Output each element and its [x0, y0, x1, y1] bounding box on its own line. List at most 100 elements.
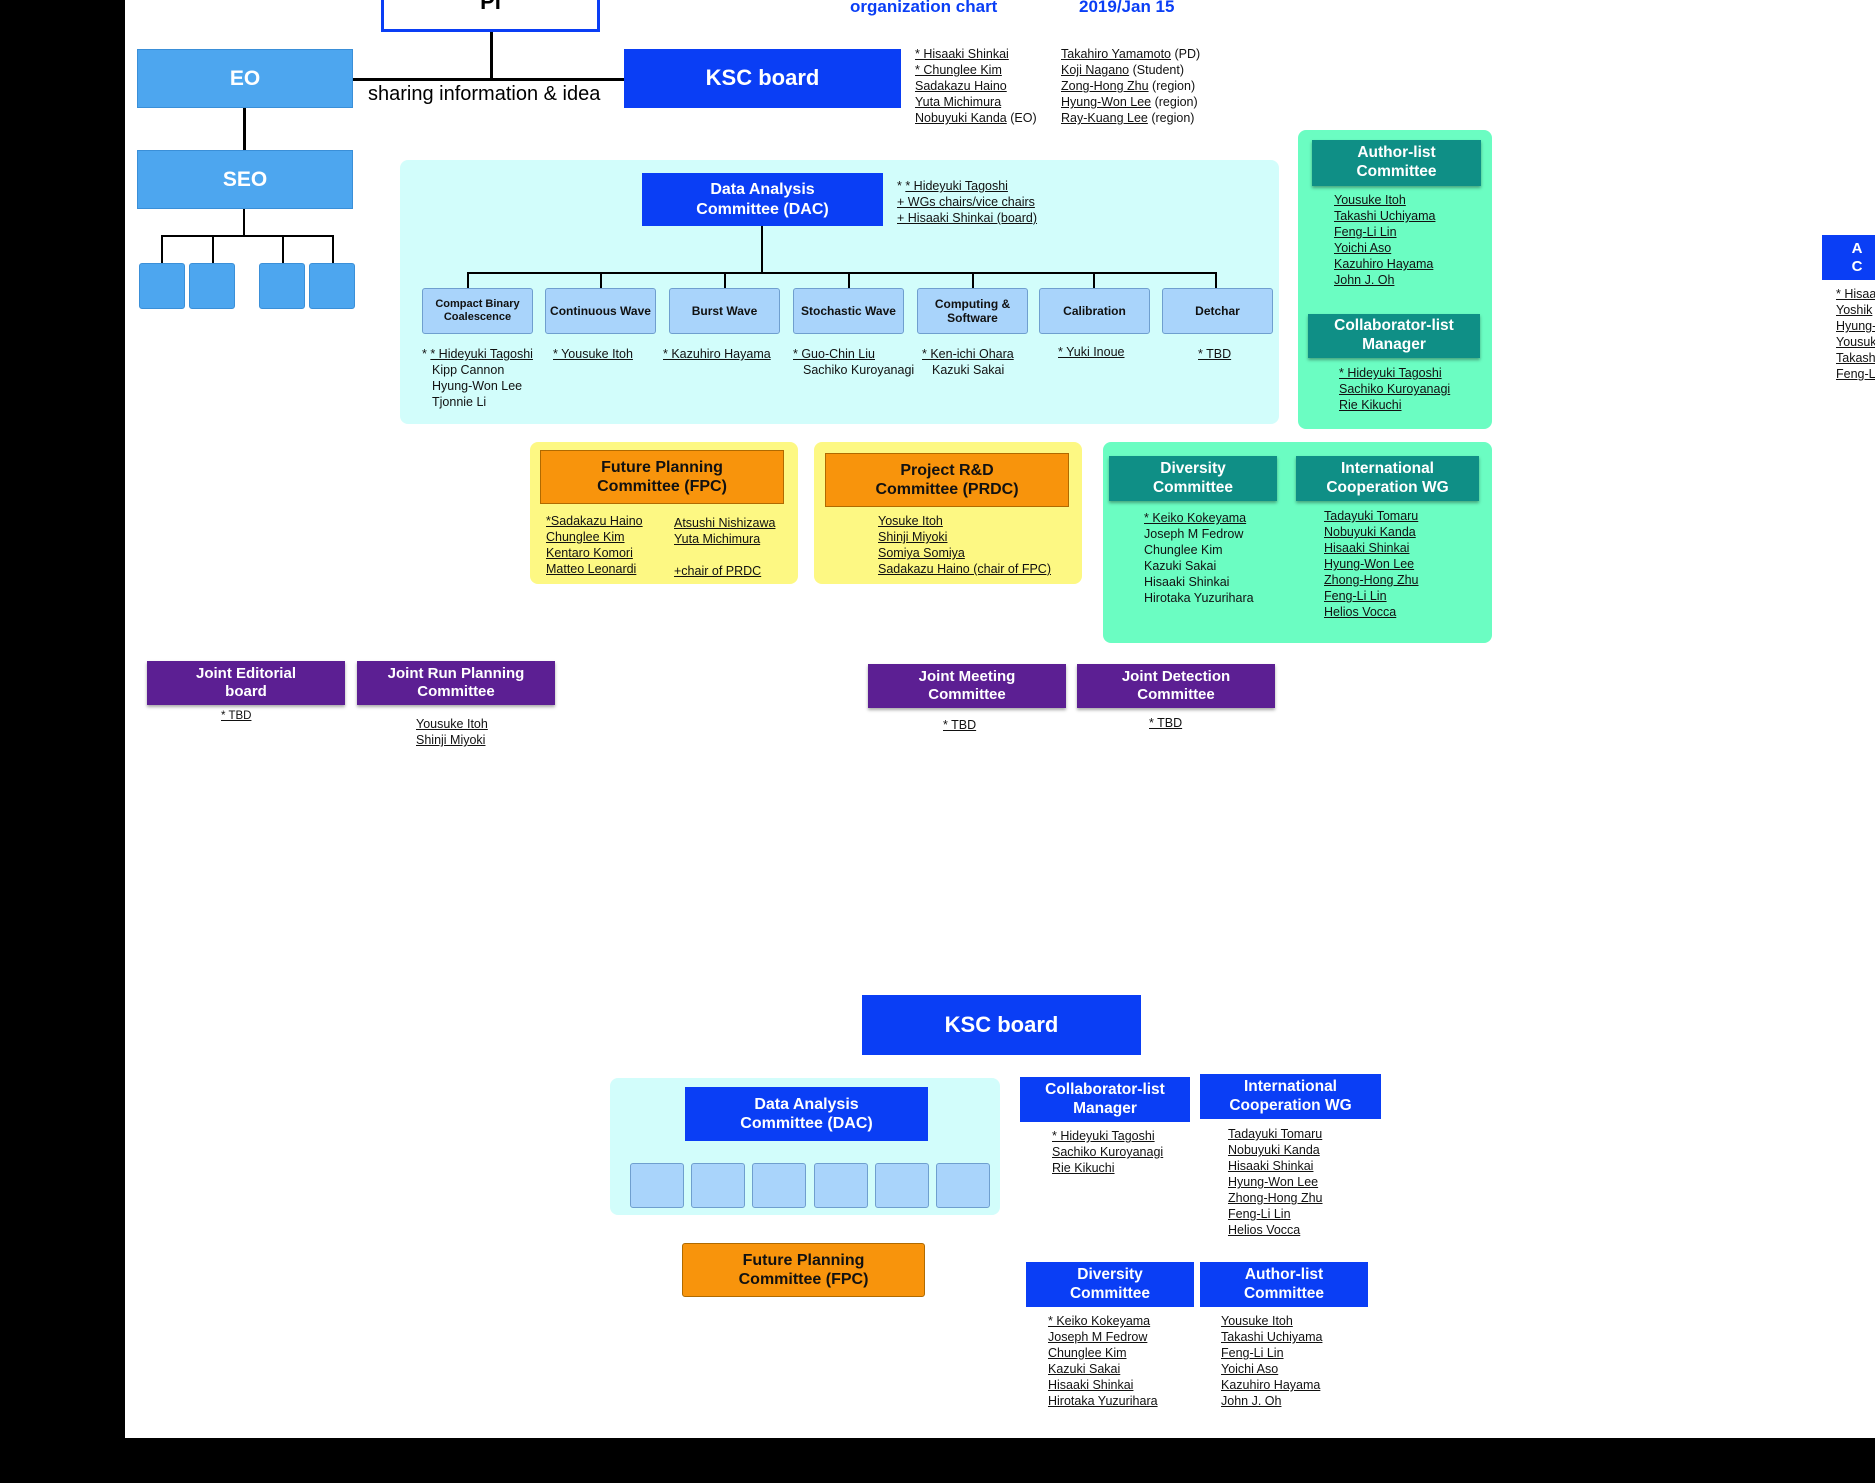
edge-title: A [1851, 239, 1863, 257]
dac-box[interactable]: Data Analysis Committee (DAC) [642, 173, 883, 226]
dac-title: Data Analysis [710, 181, 815, 199]
edge-members: * Hisaa Yoshik Hyung- Yousuk Takash Feng… [1836, 286, 1875, 382]
joint-member: * TBD [221, 710, 252, 722]
wg-cw-box[interactable]: Continuous Wave [545, 288, 656, 334]
fpc-member: *Sadakazu Haino [546, 514, 643, 528]
prdc-title: Project R&D [900, 461, 994, 479]
ksc-member-role: (region) [1152, 79, 1196, 93]
bottom-collab-box[interactable]: Collaborator-list Manager [1020, 1077, 1190, 1122]
bottom-wg-box[interactable] [691, 1163, 745, 1208]
joint-run-members: Yousuke Itoh Shinji Miyoki [416, 716, 488, 748]
bottom-collab-members: * Hideyuki Tagoshi Sachiko Kuroyanagi Ri… [1052, 1128, 1163, 1176]
dac-note: + WGs chairs/vice chairs [897, 195, 1035, 209]
prdc-box[interactable]: Project R&D Committee (PRDC) [825, 453, 1069, 507]
wg-stochastic-box[interactable]: Stochastic Wave [793, 288, 904, 334]
bottom-authorlist-member: Feng-Li Lin [1221, 1346, 1284, 1360]
wg-member: * Ken-ichi Ohara [922, 347, 1014, 361]
edge-member: * Hisaa [1836, 287, 1875, 301]
wg-member: * Kazuhiro Hayama [663, 347, 771, 361]
bottom-diversity-box[interactable]: Diversity Committee [1026, 1262, 1194, 1307]
joint-detection-members: * TBD [1149, 715, 1182, 731]
bottom-authorlist-box[interactable]: Author-list Committee [1200, 1262, 1368, 1307]
dac-title: Committee (DAC) [696, 200, 829, 218]
bottom-diversity-member: Joseph M Fedrow [1048, 1330, 1148, 1344]
intl-member: Hisaaki Shinkai [1324, 541, 1410, 555]
intl-member: Zhong-Hong Zhu [1324, 573, 1419, 587]
collab-title: Collaborator-list [1334, 317, 1454, 335]
wg-label: Stochastic Wave [801, 303, 896, 318]
intl-title: Cooperation WG [1326, 478, 1449, 496]
ksc-board-box[interactable]: KSC board [624, 49, 901, 108]
bottom-fpc-box[interactable]: Future Planning Committee (FPC) [682, 1243, 925, 1297]
joint-detection-title: Committee [1137, 686, 1215, 703]
fpc-box[interactable]: Future Planning Committee (FPC) [540, 450, 784, 504]
diversity-box[interactable]: Diversity Committee [1109, 456, 1277, 501]
wg-label: Calibration [1063, 303, 1126, 318]
org-chart-canvas: organization chart 2019/Jan 15 PI EO sha… [125, 0, 1875, 1438]
intl-title: International [1340, 459, 1434, 477]
authorlist-member: Yousuke Itoh [1334, 193, 1406, 207]
joint-meeting-box[interactable]: Joint Meeting Committee [868, 664, 1066, 708]
pi-connector [490, 32, 493, 80]
seo-box[interactable]: SEO [137, 150, 353, 209]
ksc-members-right: Takahiro Yamamoto (PD) Koji Nagano (Stud… [1061, 46, 1200, 126]
prdc-member: Shinji Miyoki [878, 530, 948, 544]
wg-member: * Yuki Inoue [1058, 345, 1125, 359]
bottom-intl-box[interactable]: International Cooperation WG [1200, 1074, 1381, 1119]
bottom-diversity-title: Diversity [1077, 1265, 1143, 1283]
bottom-wg-box[interactable] [630, 1163, 684, 1208]
ksc-member: Ray-Kuang Lee [1061, 111, 1148, 125]
collab-box[interactable]: Collaborator-list Manager [1308, 314, 1480, 358]
bottom-wg-box[interactable] [875, 1163, 929, 1208]
bottom-wg-box[interactable] [814, 1163, 868, 1208]
bottom-diversity-member: Hisaaki Shinkai [1048, 1378, 1134, 1392]
joint-detection-box[interactable]: Joint Detection Committee [1077, 664, 1275, 708]
wg-burst-members: * Kazuhiro Hayama [663, 346, 771, 362]
bottom-fpc-title: Future Planning [742, 1251, 865, 1269]
bottom-ksc-board-box[interactable]: KSC board [862, 995, 1141, 1055]
prdc-title: Committee (PRDC) [875, 481, 1019, 498]
wg-cbc-box[interactable]: Compact Binary Coalescence [422, 288, 533, 334]
bottom-collab-title: Manager [1073, 1099, 1137, 1117]
joint-member: * TBD [943, 718, 977, 732]
edge-member: Yousuk [1836, 335, 1875, 349]
wg-calibration-box[interactable]: Calibration [1039, 288, 1150, 334]
ksc-members-left: * Hisaaki Shinkai * Chunglee Kim Sadakaz… [915, 46, 1037, 126]
seo-unit-box[interactable] [259, 263, 305, 309]
joint-member: Shinji Miyoki [416, 733, 486, 747]
wg-member: * Yousuke Itoh [553, 347, 633, 361]
pi-box[interactable]: PI [381, 0, 600, 32]
seo-unit-box[interactable] [189, 263, 235, 309]
edge-committee-box[interactable]: A C [1822, 235, 1875, 280]
seo-unit-box[interactable] [309, 263, 355, 309]
authorlist-box[interactable]: Author-list Committee [1312, 140, 1481, 186]
dac-members: * * Hideyuki Tagoshi + WGs chairs/vice c… [897, 179, 1037, 225]
bottom-authorlist-title: Committee [1243, 1284, 1325, 1302]
seo-branch-drop [161, 235, 163, 263]
eo-box[interactable]: EO [137, 49, 353, 108]
bottom-authorlist-member: Yoichi Aso [1221, 1362, 1279, 1376]
bottom-wg-box[interactable] [752, 1163, 806, 1208]
wg-member: * Guo-Chin Liu [793, 347, 875, 361]
bottom-dac-box[interactable]: Data Analysis Committee (DAC) [685, 1087, 928, 1141]
bottom-wg-box[interactable] [936, 1163, 990, 1208]
wg-member: Sachiko Kuroyanagi [803, 363, 915, 377]
bottom-intl-member: Hisaaki Shinkai [1228, 1159, 1314, 1173]
joint-run-box[interactable]: Joint Run Planning Committee [357, 661, 555, 705]
wg-label: Continuous Wave [550, 303, 651, 318]
diversity-member: Hisaaki Shinkai [1144, 575, 1230, 589]
wg-burst-box[interactable]: Burst Wave [669, 288, 780, 334]
diversity-member: Hirotaka Yuzurihara [1144, 591, 1254, 605]
intl-box[interactable]: International Cooperation WG [1296, 456, 1479, 501]
seo-unit-box[interactable] [139, 263, 185, 309]
ksc-member-role: (PD) [1174, 47, 1201, 61]
collab-member: Sachiko Kuroyanagi [1339, 382, 1451, 396]
wg-detchar-box[interactable]: Detchar [1162, 288, 1273, 334]
bottom-intl-title: International [1243, 1077, 1337, 1095]
wg-label: Detchar [1195, 303, 1240, 318]
fpc-title: Future Planning [601, 458, 723, 476]
dac-branch-drop [848, 272, 850, 288]
joint-editorial-box[interactable]: Joint Editorial board [147, 661, 345, 705]
eo-ksc-connector [352, 78, 749, 81]
wg-computing-box[interactable]: Computing & Software [917, 288, 1028, 334]
